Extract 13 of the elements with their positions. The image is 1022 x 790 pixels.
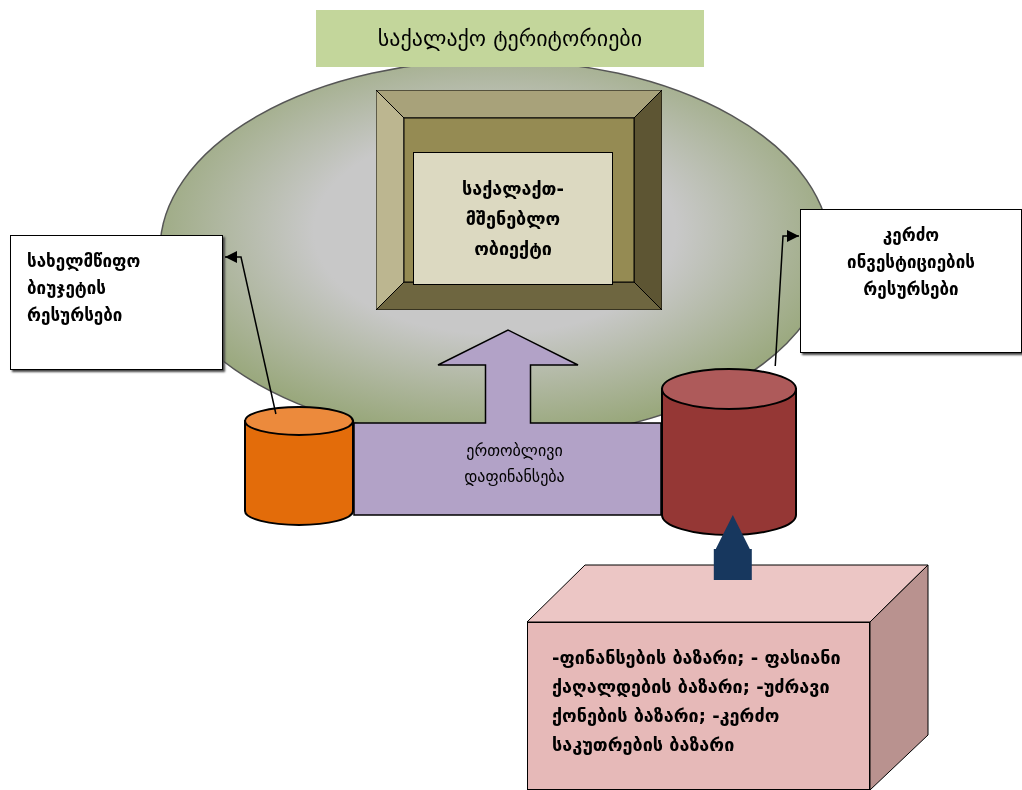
node-text: სახელმწიფო ბიუჯეტის რესურსები — [27, 250, 142, 327]
arrow — [774, 230, 800, 367]
block-arrow — [353, 329, 662, 516]
text-box — [10, 235, 223, 370]
node-text: საქალაქთ- მშენებლო ობიექტი — [461, 176, 565, 261]
title-box: საქალაქო ტერიტორიები — [316, 10, 704, 67]
node-text: კერძო ინვესტიციების რესურსები — [846, 224, 976, 301]
block-arrow — [713, 515, 752, 580]
arrow — [224, 251, 277, 415]
market-box — [527, 622, 870, 790]
text-box — [800, 209, 1022, 353]
node-text: -ფინანსების ბაზარი; - ფასიანი ქაღალდების ბაზარი; -უძრავი ქონების ბაზარი; -კერძო საკუთრების ბაზარი — [552, 646, 842, 757]
edge-label: ერთობლივი დაფინანსება — [463, 440, 566, 488]
